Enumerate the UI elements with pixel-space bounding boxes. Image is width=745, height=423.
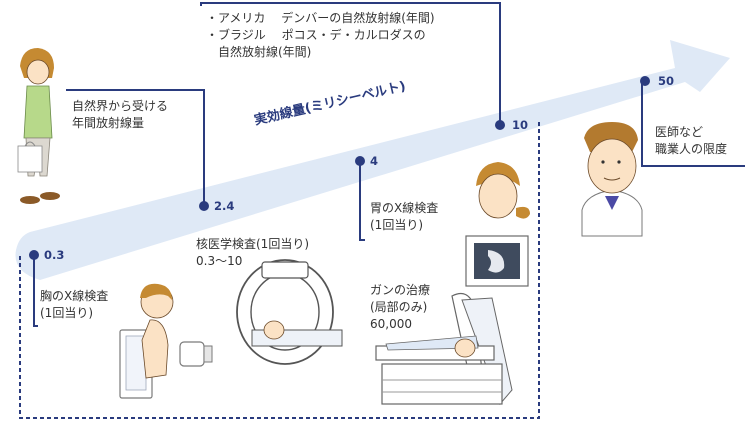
label-line: 職業人の限度 [655,142,728,156]
dashed-range-box [19,120,540,419]
leader-line-10 [200,2,501,122]
label-chest-xray: 胸のX線検査 (1回当り) [40,288,108,322]
label-occupational-limit: 医師など 職業人の限度 [655,124,727,158]
dose-arrow-band [15,40,730,280]
label-natural-annual-dose: 自然界から受ける 年間放射線量 [72,98,168,132]
chest-xray-icon [119,283,213,399]
label-high-natural-areas: ・アメリカ デンバーの自然放射線(年間) ・ブラジル ポコス・デ・カルロダスの … [206,10,435,61]
label-line: ガンの治療 [370,283,431,297]
marker-dot-0-3 [29,250,39,260]
leader-line-0-3 [33,255,38,327]
label-line: 医師など [655,125,704,139]
marker-value-50: 50 [658,74,675,88]
nuclear-scanner-icon [236,259,343,365]
label-line: 年間放射線量 [72,116,145,130]
leader-line-50 [641,82,745,167]
label-stomach-xray: 胃のX線検査 (1回当り) [370,200,438,234]
marker-value-2-4: 2.4 [214,199,235,213]
label-cancer-therapy: ガンの治療 (局部のみ) 60,000 [370,282,430,333]
marker-value-0-3: 0.3 [44,248,65,262]
label-line: 核医学検査(1回当り) [196,237,309,251]
marker-dot-10 [495,120,505,130]
label-line: (1回当り) [370,218,423,232]
label-line: ・アメリカ デンバーの自然放射線(年間) [206,11,435,25]
label-line: 自然放射線(年間) [206,45,312,59]
marker-dot-50 [640,76,650,86]
leader-line-4 [359,162,365,241]
label-line: (1回当り) [40,306,93,320]
stomach-xray-icon [465,162,530,287]
label-line: 0.3〜10 [196,254,243,268]
label-line: 胃のX線検査 [370,201,439,215]
label-line: 胸のX線検査 [40,289,109,303]
marker-dot-2-4 [199,201,209,211]
walking-person-icon [17,48,60,204]
marker-value-4: 4 [370,154,379,168]
doctor-icon [581,122,643,237]
label-line: ・ブラジル ポコス・デ・カルロダスの [206,28,426,42]
radiotherapy-icon [375,293,513,405]
marker-dot-4 [355,156,365,166]
leader-line-2-4 [66,89,205,204]
label-line: 60,000 [370,317,412,331]
label-nuclear-medicine: 核医学検査(1回当り) 0.3〜10 [196,236,309,270]
label-line: (局部のみ) [370,300,428,314]
marker-value-10: 10 [512,118,529,132]
label-line: 自然界から受ける [72,99,169,113]
